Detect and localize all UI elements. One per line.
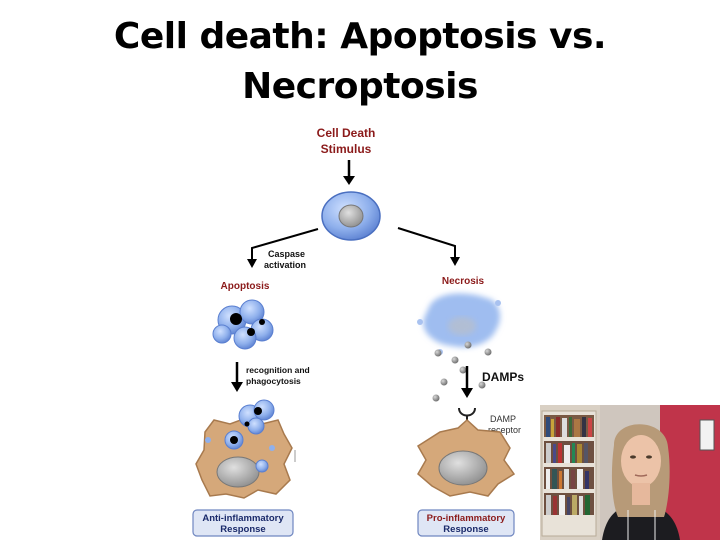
macrophage-left xyxy=(195,417,293,499)
necrosis-label: Necrosis xyxy=(442,276,485,287)
presenter xyxy=(602,424,680,540)
pro-inflammatory-box: Pro-inflammatory Response xyxy=(417,509,515,537)
damps-label: DAMPs xyxy=(482,370,524,384)
recognition-arrow-head xyxy=(231,382,243,392)
caspase-label-line1: Caspase xyxy=(268,249,305,259)
apoptosis-branch-arrow-head xyxy=(247,259,257,268)
damp-particles xyxy=(432,341,492,402)
slide-title-line1: Cell death: Apoptosis vs. xyxy=(113,16,607,57)
caspase-label-line2: activation xyxy=(264,260,306,270)
damps-arrow-head xyxy=(461,388,473,398)
bookshelf xyxy=(541,410,597,537)
recognition-label-line1: recognition and xyxy=(246,365,310,375)
stimulus-label-line1: Cell Death xyxy=(317,126,376,140)
presenter-webcam xyxy=(540,405,720,540)
anti-inflammatory-label-line1: Anti-inflammatory xyxy=(202,513,284,524)
recognition-label-line2: phagocytosis xyxy=(246,376,301,386)
anti-inflammatory-box: Anti-inflammatory Response xyxy=(192,509,294,537)
apoptosis-branch-arrow xyxy=(251,228,319,262)
webcam-image xyxy=(540,405,720,540)
stimulus-arrow-head xyxy=(343,176,355,185)
apoptotic-cell xyxy=(212,299,274,350)
anti-inflammatory-label-line2: Response xyxy=(220,524,265,535)
macrophage-right xyxy=(416,418,516,497)
necrotic-cell xyxy=(417,293,501,355)
apoptotic-bodies xyxy=(238,399,275,435)
damp-receptor-label-line1: DAMP xyxy=(490,414,516,424)
stimulus-label-line2: Stimulus xyxy=(321,142,372,156)
slide-title: Cell death: Apoptosis vs. Necroptosis xyxy=(0,12,720,112)
slide-title-line2: Necroptosis xyxy=(242,66,478,107)
pro-inflammatory-label-line2: Response xyxy=(443,524,488,535)
apoptosis-label: Apoptosis xyxy=(221,281,270,292)
necrosis-branch-arrow-head xyxy=(450,257,460,266)
damp-receptor-label-line2: receptor xyxy=(488,425,521,435)
pro-inflammatory-label-line1: Pro-inflammatory xyxy=(427,513,506,524)
necrosis-branch-arrow xyxy=(397,227,456,260)
central-cell-nucleus xyxy=(338,204,364,228)
